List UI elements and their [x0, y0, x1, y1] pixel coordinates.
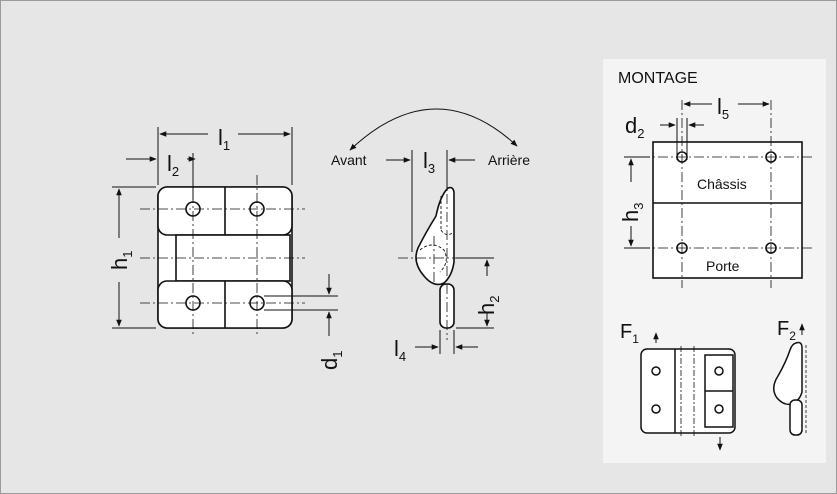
front-dimension-lines	[112, 127, 338, 336]
side-dimension-labels: Avant Arrière l3 h2 l4	[331, 148, 530, 364]
dim-h3-label: h3	[618, 203, 646, 222]
force-f1-label: F1	[620, 321, 639, 346]
dim-h2-label: h2	[474, 296, 502, 315]
montage-title: MONTAGE	[618, 70, 698, 87]
dim-l2-label: l2	[167, 151, 179, 179]
front-dimension-labels: l1 l2 h1 d1	[107, 125, 345, 370]
dim-h1-label: h1	[107, 251, 135, 270]
chassis-door-plate	[652, 141, 803, 279]
f1-hole	[714, 366, 724, 376]
montage-section: MONTAGE	[618, 70, 812, 288]
side-leaf-profile	[415, 186, 455, 286]
dim-l1-label: l1	[218, 125, 230, 153]
rear-direction-label: Arrière	[488, 152, 530, 168]
f1-hole	[651, 366, 661, 376]
hinge-front-view	[157, 186, 293, 329]
dim-l3-label: l3	[423, 148, 435, 176]
front-centerlines	[140, 175, 305, 336]
side-dimension-lines	[349, 108, 518, 354]
f2-lower-leaf	[789, 399, 803, 436]
f2-leaf-profile	[773, 341, 803, 406]
force-diagram-f2: F2	[773, 318, 807, 436]
f1-hole	[714, 404, 724, 414]
dim-l4-label: l4	[394, 336, 406, 364]
chassis-label: Châssis	[697, 176, 747, 192]
force-f2-label: F2	[777, 318, 796, 343]
dim-l5-label: l5	[717, 94, 729, 122]
dim-d2-label: d2	[625, 113, 644, 141]
dim-d1-label: d1	[317, 351, 345, 370]
door-label: Porte	[706, 258, 740, 274]
force-diagram-f1: F1	[620, 321, 736, 451]
f1-hole	[651, 404, 661, 414]
front-direction-label: Avant	[331, 152, 367, 168]
swing-arc	[349, 108, 518, 151]
